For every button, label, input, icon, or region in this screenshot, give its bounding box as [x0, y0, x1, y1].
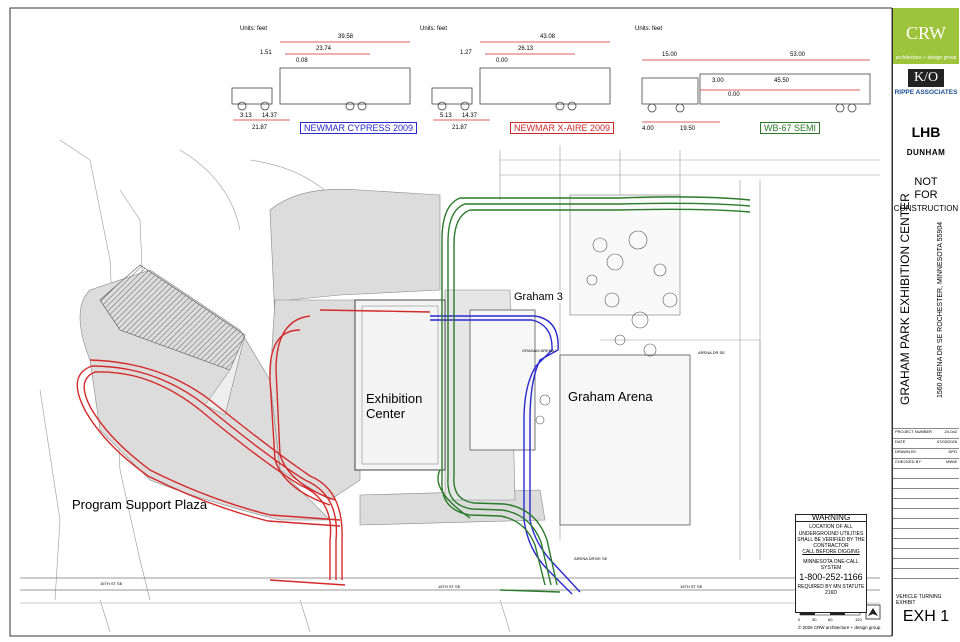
warning-title: WARNING — [796, 513, 866, 523]
label-program-support-plaza: Program Support Plaza — [72, 497, 208, 512]
street-arena-dr-se: ARENA DR SE — [698, 350, 725, 355]
lhb-logo: LHB — [911, 124, 941, 140]
street-15th-st-se-c: 15TH ST SE — [680, 584, 703, 589]
ko-rippe-logo: K/O RIPPE ASSOCIATES — [893, 68, 959, 102]
dim-cypress-a: 1.51 — [260, 50, 272, 56]
scale-tick-0: 0 — [798, 617, 801, 622]
dim-cypress-box: 23.74 — [316, 46, 332, 52]
dim-cypress-d: 14.37 — [262, 113, 278, 119]
vehicle-label-xaire: NEWMAR X-AIRE 2009 — [510, 122, 615, 134]
label-graham-3: Graham 3 — [514, 291, 563, 303]
scale-tick-30: 30 — [812, 617, 817, 622]
crw-logo-text: CRW — [905, 23, 946, 43]
warning-box: WARNING LOCATION OF ALL UNDERGROUND UTIL… — [795, 513, 867, 613]
warning-state: MINNESOTA ONE-CALL SYSTEM — [803, 558, 859, 572]
vehicle-units-semi: Units: feet — [635, 26, 663, 32]
label-graham-arena-small: GRAHAM ARENA I — [522, 348, 557, 353]
not-for-construction: NOT FOR CONSTRUCTION — [893, 176, 959, 215]
street-arena-drive-se: ARENA DRIVE SE — [574, 556, 608, 561]
project-info: GRAHAM PARK EXHIBITION CENTER 1560 ARENA… — [893, 193, 959, 411]
warning-phone: 1-800-252-1166 — [799, 572, 863, 583]
dim-semi-tractor: 15.00 — [662, 52, 678, 58]
vehicle-diagram-semi — [641, 59, 871, 123]
dim-xaire-b: 0.00 — [496, 58, 508, 64]
turning-path-red — [76, 309, 431, 586]
turning-path-green — [437, 196, 751, 593]
dim-semi-d: 4.00 — [642, 126, 654, 132]
dim-cypress-b: 0.08 — [296, 58, 308, 64]
dim-cypress-length: 39.58 — [338, 34, 354, 40]
north-arrow-icon — [865, 604, 881, 620]
vehicle-units-cypress: Units: feet — [240, 26, 268, 32]
nfc-line-3: CONSTRUCTION — [893, 204, 959, 213]
sheet-name: VEHICLE TURNING EXHIBIT — [896, 594, 942, 606]
project-address: 1560 ARENA DR SE ROCHESTER, MINNESOTA 55… — [937, 221, 944, 398]
crw-logo: CRW architecture + design group — [893, 8, 959, 64]
dim-xaire-c: 5.13 — [440, 113, 452, 119]
label-center: Center — [366, 406, 406, 421]
dim-semi-c: 0.00 — [728, 92, 740, 98]
scale-tick-60: 60 — [828, 617, 833, 622]
title-block: CRW architecture + design group K/O RIPP… — [892, 8, 959, 636]
exhibition-center-building — [354, 299, 446, 471]
dunham-logo: DUNHAM — [906, 148, 946, 157]
dim-semi-e: 19.50 — [680, 126, 696, 132]
dim-cypress-e: 21.87 — [252, 125, 268, 131]
vehicle-label-cypress: NEWMAR CYPRESS 2009 — [300, 122, 418, 134]
label-exhibition: Exhibition — [366, 391, 423, 406]
warning-call: CALL BEFORE DIGGING — [802, 549, 860, 556]
dim-semi-a: 3.00 — [712, 78, 724, 84]
nfc-line-2: FOR — [914, 189, 938, 201]
warning-body: LOCATION OF ALL UNDERGROUND UTILITIES SH… — [797, 524, 865, 550]
rippe-logo: RIPPE ASSOCIATES — [894, 89, 958, 96]
label-graham-arena: Graham Arena — [568, 389, 653, 404]
dim-xaire-e: 21.87 — [452, 125, 468, 131]
dim-xaire-a: 1.27 — [460, 50, 472, 56]
trees — [535, 230, 678, 425]
vehicle-diagram-xaire — [431, 41, 611, 121]
turning-path-blue — [430, 315, 581, 595]
ko-logo: K/O — [907, 69, 945, 87]
nfc-line-1: NOT — [914, 176, 938, 188]
warning-statute: REQUIRED BY MN STATUTE 216D — [797, 583, 865, 596]
dim-xaire-d: 14.37 — [462, 113, 478, 119]
crw-logo-sub: architecture + design group — [895, 55, 957, 61]
site-plan — [9, 7, 892, 637]
vehicle-units-xaire: Units: feet — [420, 26, 448, 32]
street-15th-st-se-a: 15TH ST SE — [100, 581, 123, 586]
graham-arena-building — [559, 354, 691, 526]
dim-xaire-length: 43.08 — [540, 34, 556, 40]
dim-cypress-c: 3.13 — [240, 113, 252, 119]
vehicle-label-semi: WB-67 SEMI — [760, 122, 821, 134]
dim-xaire-box: 26.13 — [518, 46, 534, 52]
sheet-number: EXH 1 — [902, 608, 950, 625]
project-name: GRAHAM PARK EXHIBITION CENTER — [898, 193, 912, 405]
graham-3-building — [469, 309, 536, 451]
scale-tick-120: 120 — [855, 617, 862, 622]
copyright: © 2026 CRW architecture + design group — [798, 625, 881, 630]
dim-semi-length: 53.00 — [790, 52, 806, 58]
vehicle-diagram-cypress — [231, 41, 411, 121]
street-15th-st-se-b: 15TH ST SE — [438, 584, 461, 589]
dim-semi-b: 45.50 — [774, 78, 790, 84]
